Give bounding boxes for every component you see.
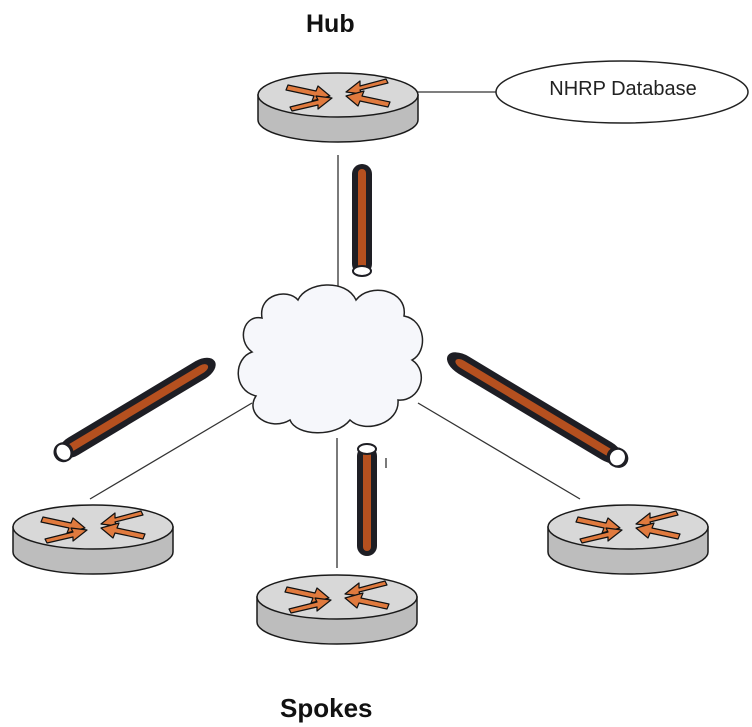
tunnel-left [49, 351, 222, 467]
hub-router-icon [257, 72, 419, 143]
left-spoke-link [89, 402, 253, 500]
tunnel-hub [351, 163, 373, 277]
right-spoke-link [417, 402, 581, 500]
spoke-bottom-router-icon [256, 574, 418, 645]
nhrp-database-ellipse [495, 60, 749, 124]
connection-lines [89, 91, 581, 568]
spoke-right-router-icon [547, 504, 709, 575]
nhrp-database-label: NHRP Database [549, 78, 697, 100]
hub-label: Hub [306, 10, 355, 38]
tunnel-bottom [356, 443, 378, 557]
cloud-icon [237, 284, 424, 434]
tunnel-right [440, 345, 633, 473]
spoke-left-router-icon [12, 504, 174, 575]
spokes-label: Spokes [280, 693, 373, 723]
